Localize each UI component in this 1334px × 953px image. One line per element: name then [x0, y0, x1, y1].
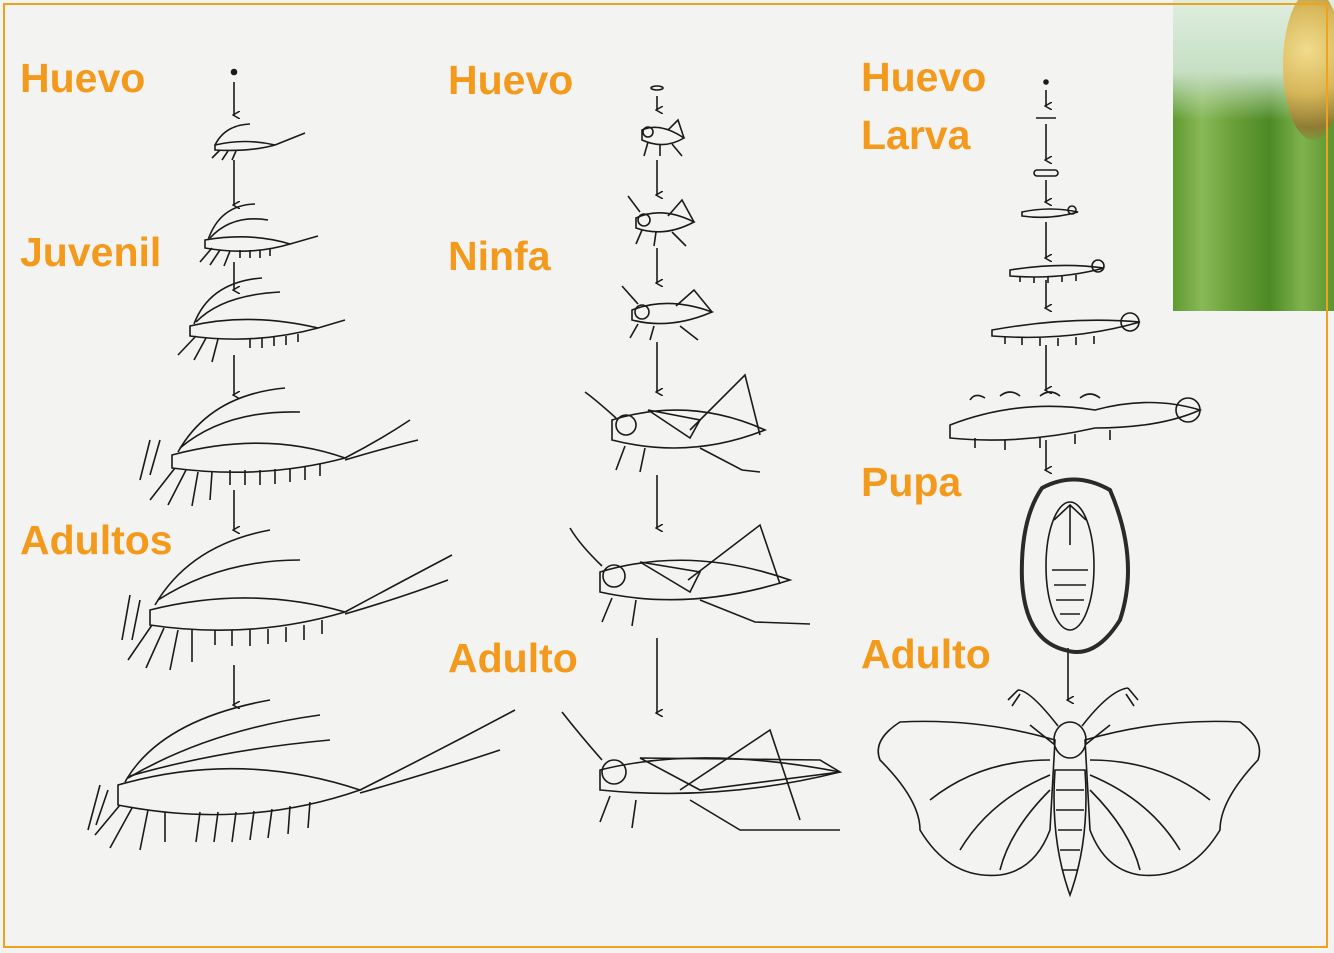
adult-moth-icon: [878, 688, 1259, 895]
larva-4-icon: [992, 313, 1140, 346]
larva-1-icon: [1034, 170, 1058, 176]
egg-icon: [1044, 80, 1048, 84]
nymph-4-icon: [585, 375, 765, 472]
juvenile-3-icon: [178, 278, 345, 362]
larva-2-icon: [1022, 206, 1078, 217]
egg-icon: [232, 70, 237, 75]
nymph-2-icon: [628, 196, 694, 246]
larva-3-icon: [1010, 260, 1104, 283]
adult-3-icon: [88, 700, 515, 850]
nymph-5-icon: [570, 525, 810, 626]
adult-2-icon: [122, 530, 452, 670]
egg-icon: [651, 86, 663, 90]
hemimetabola-sequence: [562, 86, 840, 830]
ametabola-sequence: [88, 70, 515, 851]
nymph-1-icon: [642, 120, 684, 156]
juvenile-2-icon: [200, 204, 318, 266]
holometabola-sequence: [878, 80, 1259, 895]
pupa-icon: [1022, 479, 1128, 652]
adult-grasshopper-icon: [562, 712, 840, 830]
nymph-3-icon: [622, 286, 712, 340]
larva-5-icon: [950, 392, 1200, 450]
adult-1-icon: [140, 388, 418, 506]
juvenile-1-icon: [212, 124, 305, 160]
